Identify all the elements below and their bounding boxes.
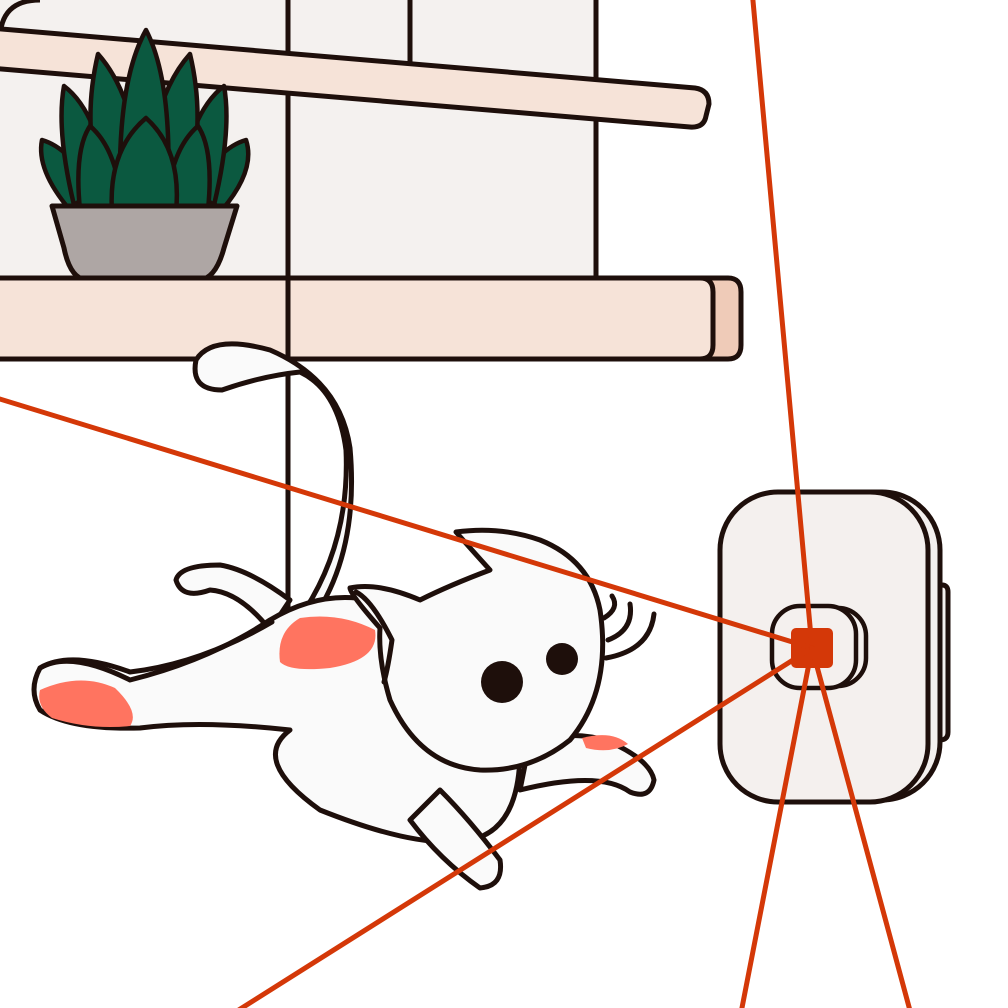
cat <box>31 341 657 891</box>
cat-patch-rear <box>39 680 133 727</box>
cat-whisker-1 <box>601 593 618 621</box>
laser-beam-down-right <box>809 645 912 1008</box>
cat-whisker-3 <box>603 611 657 661</box>
cat-rear-leg <box>37 619 275 675</box>
succulent-plant <box>38 27 251 283</box>
laser-beam-up <box>750 0 815 651</box>
cat-head <box>347 527 606 773</box>
upper-shelf <box>0 26 712 130</box>
cat-patch-back <box>279 616 376 670</box>
leaves <box>38 27 251 215</box>
cat-front-paw-patch <box>582 735 628 751</box>
cat-inner-ear <box>353 589 395 685</box>
laser-beams <box>0 0 912 1008</box>
main-shelf <box>0 275 744 362</box>
cat-eye-left <box>481 661 523 703</box>
laser-beam-lower-left <box>237 645 815 1008</box>
pot <box>49 203 240 283</box>
cat-whisker-2 <box>605 601 634 643</box>
cat-lower-leg <box>407 787 504 891</box>
laser-beam-left <box>0 396 815 651</box>
cat-back-leg-raised <box>173 562 293 633</box>
cat-eye-right <box>546 643 578 675</box>
laser-device <box>717 489 951 805</box>
cat-tail <box>192 341 355 633</box>
laser-beam-down-left <box>739 645 815 1008</box>
shelf-top <box>0 275 716 362</box>
